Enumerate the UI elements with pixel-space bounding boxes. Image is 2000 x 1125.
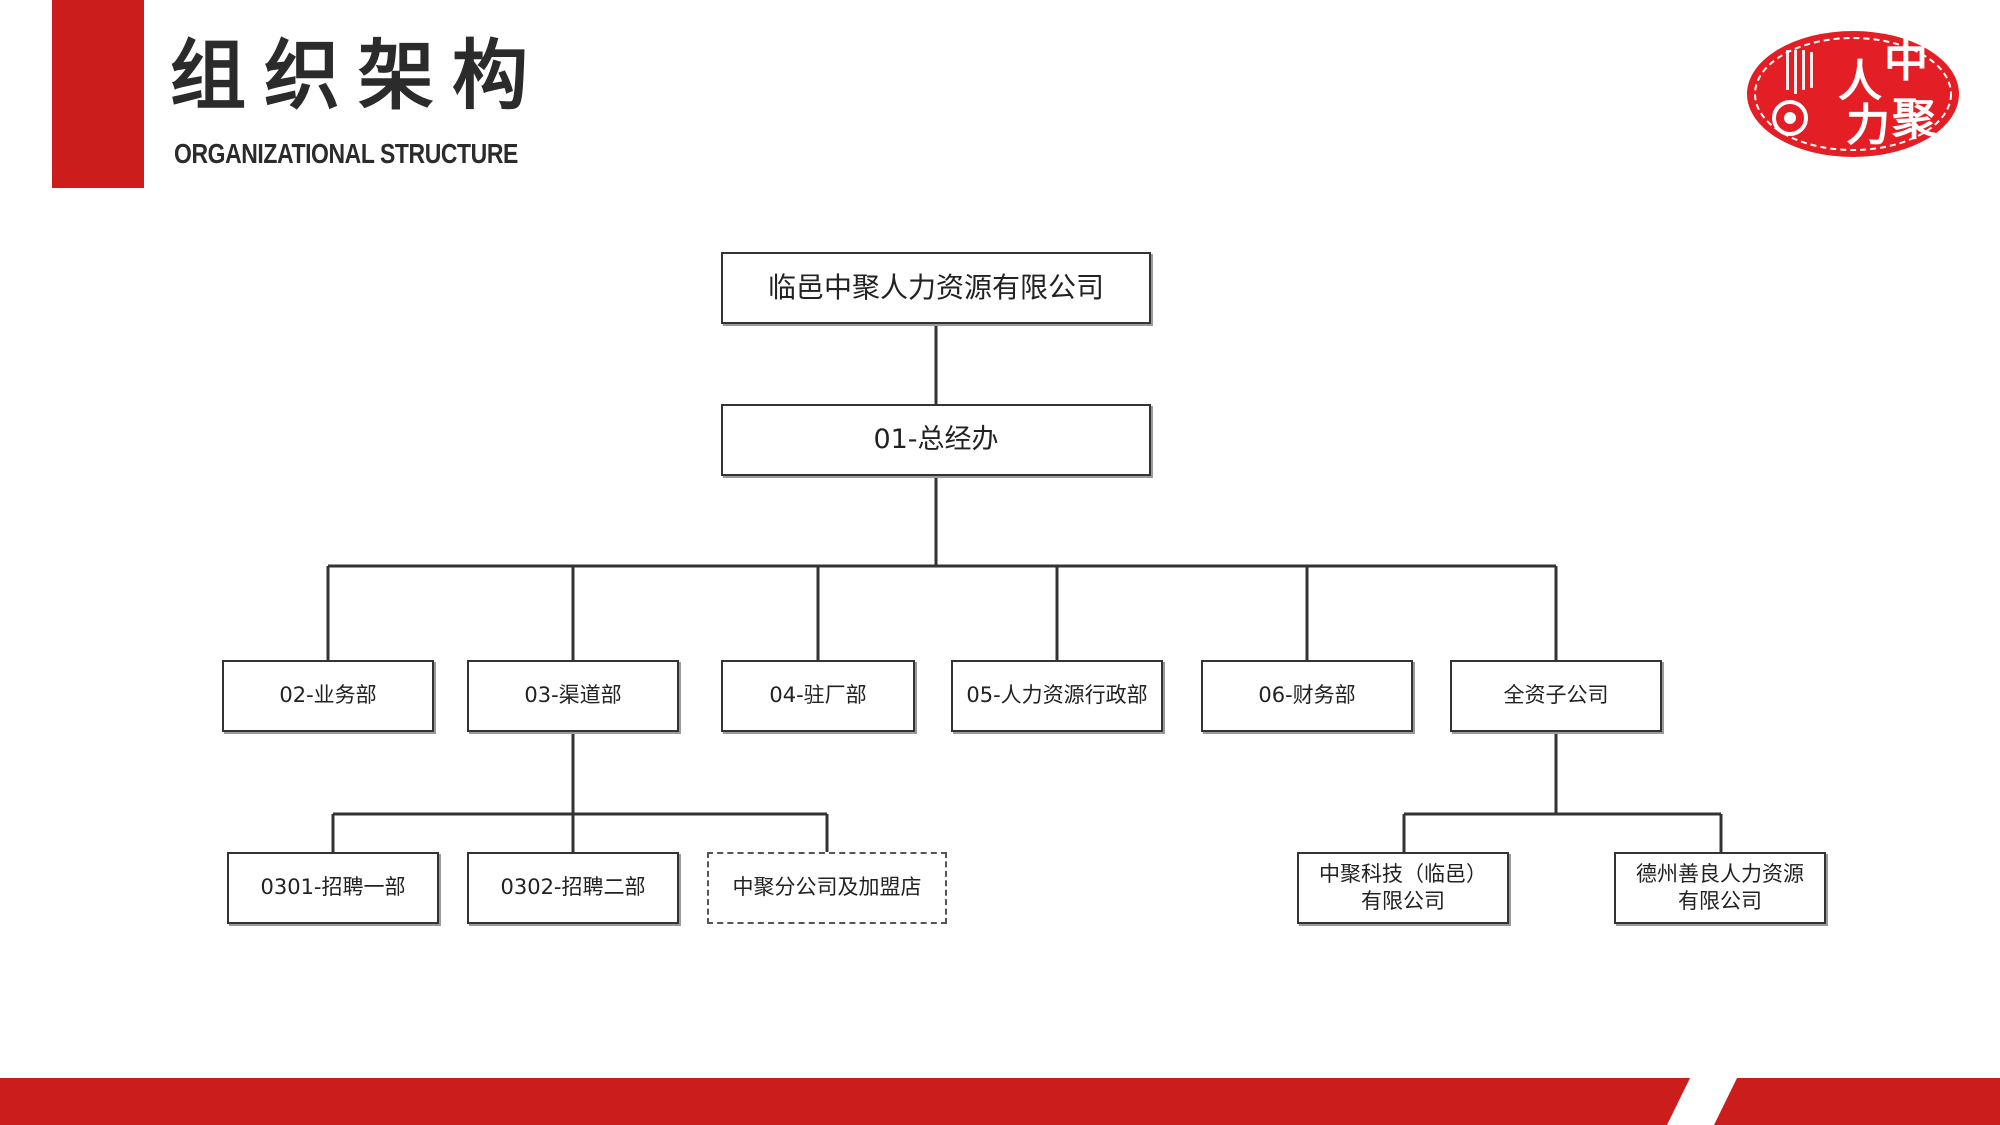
node-dept-channel: 03-渠道部 xyxy=(467,660,679,732)
node-branches-franchise: 中聚分公司及加盟店 xyxy=(707,852,947,924)
page-subtitle: ORGANIZATIONAL STRUCTURE xyxy=(174,138,518,169)
node-subsidiary-dezhou: 德州善良人力资源 有限公司 xyxy=(1614,852,1826,924)
footer-bar xyxy=(0,1078,2000,1125)
node-dept-subsidiaries: 全资子公司 xyxy=(1450,660,1662,732)
node-recruit-2: 0302-招聘二部 xyxy=(467,852,679,924)
logo-char-ju: 聚 xyxy=(1892,94,1936,145)
node-general-office: 01-总经办 xyxy=(721,404,1151,476)
logo-seal-icon xyxy=(1747,31,1959,157)
logo-char-ren: 人 xyxy=(1838,56,1882,107)
node-dept-finance: 06-财务部 xyxy=(1201,660,1413,732)
node-subsidiary-tech: 中聚科技（临邑） 有限公司 xyxy=(1297,852,1509,924)
node-root-company: 临邑中聚人力资源有限公司 xyxy=(721,252,1151,324)
company-logo: 中 人 聚 力 xyxy=(1742,26,1964,162)
logo-char-li: 力 xyxy=(1846,100,1890,151)
node-recruit-1: 0301-招聘一部 xyxy=(227,852,439,924)
header-accent-block xyxy=(52,0,144,188)
page-title: 组织架构 xyxy=(170,31,546,120)
logo-char-zhong: 中 xyxy=(1884,36,1928,87)
node-dept-onsite: 04-驻厂部 xyxy=(721,660,915,732)
node-dept-business: 02-业务部 xyxy=(222,660,434,732)
node-dept-hr-admin: 05-人力资源行政部 xyxy=(951,660,1163,732)
